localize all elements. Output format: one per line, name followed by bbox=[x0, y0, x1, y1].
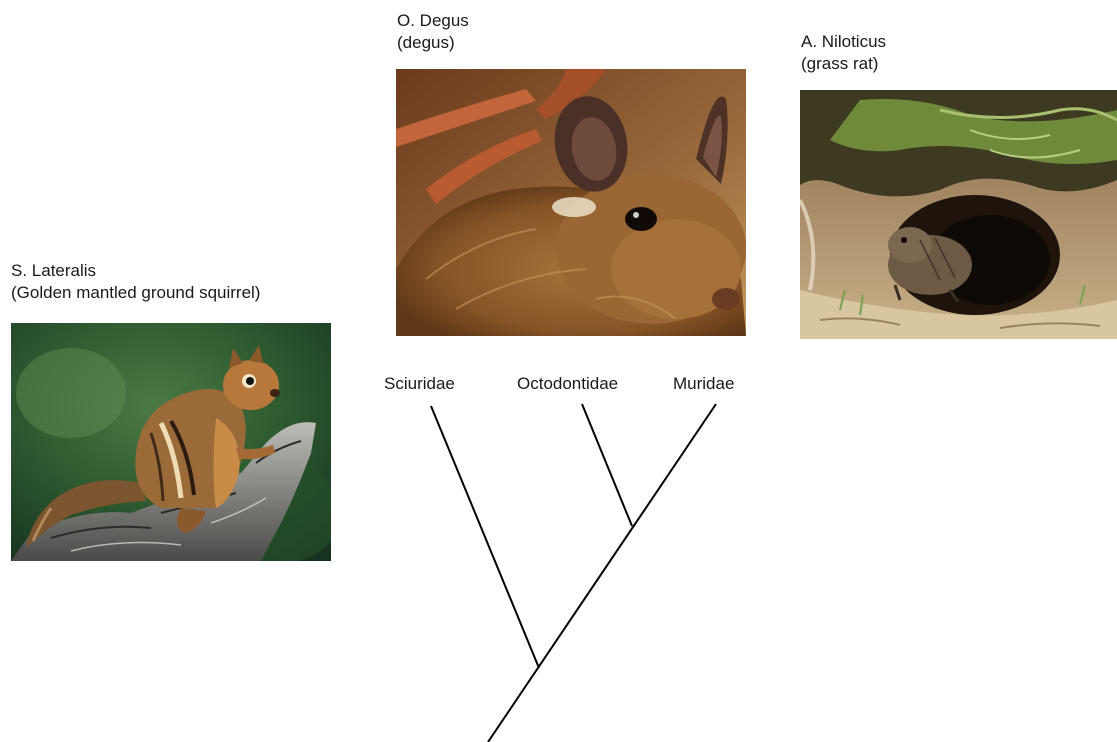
species-name-squirrel: S. Lateralis bbox=[11, 260, 260, 282]
species-label-grassrat: A. Niloticus (grass rat) bbox=[801, 31, 886, 75]
species-common-name-degu: (degus) bbox=[397, 32, 469, 54]
grassrat-photo bbox=[800, 90, 1117, 339]
branch-node-to-octodontidae bbox=[582, 404, 632, 526]
species-label-squirrel: S. Lateralis (Golden mantled ground squi… bbox=[11, 260, 260, 304]
squirrel-photo bbox=[11, 323, 331, 561]
branch-root-to-sciuridae bbox=[431, 406, 539, 668]
branch-root-to-muridae bbox=[488, 404, 716, 742]
species-common-name-grassrat: (grass rat) bbox=[801, 53, 886, 75]
species-name-grassrat: A. Niloticus bbox=[801, 31, 886, 53]
species-label-degu: O. Degus (degus) bbox=[397, 10, 469, 54]
clade-label-muridae: Muridae bbox=[673, 374, 734, 394]
clade-label-octodontidae: Octodontidae bbox=[517, 374, 618, 394]
species-common-name-squirrel: (Golden mantled ground squirrel) bbox=[11, 282, 260, 304]
clade-label-sciuridae: Sciuridae bbox=[384, 374, 455, 394]
degu-photo bbox=[396, 69, 746, 336]
species-name-degu: O. Degus bbox=[397, 10, 469, 32]
